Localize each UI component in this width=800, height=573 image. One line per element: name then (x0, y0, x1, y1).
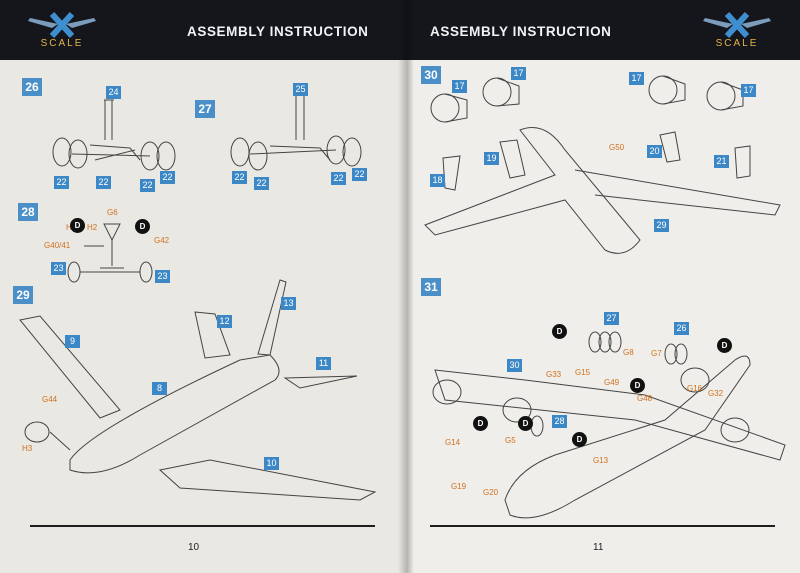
label-G13: G13 (593, 456, 609, 465)
part-21-label: 21 (714, 155, 729, 168)
part-20-label: 20 (647, 145, 662, 158)
label-G42: G42 (154, 236, 170, 245)
label-G16: G16 (687, 384, 703, 393)
footer-rule (30, 525, 375, 527)
part-22-label: 22 (54, 176, 69, 189)
x-scale-logo-icon (28, 11, 96, 39)
step-31-gear-assembly-drawing (432, 331, 786, 519)
part-28-label: 28 (552, 415, 567, 428)
part-23-label: 23 (155, 270, 170, 283)
x-scale-logo: SCALE (697, 8, 777, 54)
label-G40-41: G40/41 (44, 241, 71, 250)
part-19-label: 19 (484, 152, 499, 165)
part-26-label: 26 (674, 322, 689, 335)
label-G32: G32 (708, 389, 724, 398)
step-26-landing-gear-drawing (52, 99, 176, 171)
part-8-label: 8 (152, 382, 167, 395)
left-page-number: 10 (188, 542, 200, 553)
part-10-label: 10 (264, 457, 279, 470)
step-27-badge: 27 (195, 100, 215, 118)
right-page-title: ASSEMBLY INSTRUCTION (430, 24, 612, 39)
right-page: ASSEMBLY INSTRUCTION SCALE 30 (405, 0, 800, 573)
label-G15: G15 (575, 368, 591, 377)
part-22-label: 22 (160, 171, 175, 184)
label-H2: H2 (87, 223, 98, 232)
part-18-label: 18 (430, 174, 445, 187)
part-22-label: 22 (331, 172, 346, 185)
step-26-badge: 26 (22, 78, 42, 96)
part-17-label: 17 (511, 67, 526, 80)
step-29-fuselage-drawing (19, 279, 377, 501)
part-17-label: 17 (741, 84, 756, 97)
label-G49: G49 (604, 378, 620, 387)
x-scale-logo: SCALE (22, 8, 102, 54)
label-G20: G20 (483, 488, 499, 497)
logo-text: SCALE (715, 38, 759, 49)
part-25-label: 25 (293, 83, 308, 96)
part-22-label: 22 (140, 179, 155, 192)
marker-D: D (552, 324, 567, 339)
part-9-label: 9 (65, 335, 80, 348)
logo-text: SCALE (40, 38, 84, 49)
label-H3: H3 (22, 444, 33, 453)
part-22-label: 22 (96, 176, 111, 189)
marker-D: D (518, 416, 533, 431)
part-22-label: 22 (254, 177, 269, 190)
left-page-title: ASSEMBLY INSTRUCTION (187, 24, 369, 39)
x-scale-logo-icon (703, 11, 771, 39)
marker-D: D (630, 378, 645, 393)
label-G33: G33 (546, 370, 562, 379)
marker-D: D (473, 416, 488, 431)
right-page-number: 11 (593, 542, 604, 553)
label-G8: G8 (623, 348, 634, 357)
part-22-label: 22 (352, 168, 367, 181)
part-22-label: 22 (232, 171, 247, 184)
right-header-bar: ASSEMBLY INSTRUCTION SCALE (405, 0, 800, 60)
label-G19: G19 (451, 482, 467, 491)
step-29-badge: 29 (13, 286, 33, 304)
step-28-badge: 28 (18, 203, 38, 221)
part-17-label: 17 (452, 80, 467, 93)
marker-D: D (572, 432, 587, 447)
part-13-label: 13 (281, 297, 296, 310)
part-24-label: 24 (106, 86, 121, 99)
label-G7: G7 (651, 349, 662, 358)
marker-D: D (70, 218, 85, 233)
label-G5: G5 (505, 436, 516, 445)
step-31-badge: 31 (421, 278, 441, 296)
part-17-label: 17 (629, 72, 644, 85)
part-11-label: 11 (316, 357, 331, 370)
part-30-label: 30 (507, 359, 522, 372)
part-12-label: 12 (217, 315, 232, 328)
marker-D: D (135, 219, 150, 234)
step-28-nose-gear-drawing (67, 223, 153, 283)
footer-rule (430, 525, 775, 527)
step-30-wing-engines-drawing (424, 75, 781, 254)
label-G50: G50 (609, 143, 625, 152)
part-27-label: 27 (604, 312, 619, 325)
label-G48: G48 (637, 394, 653, 403)
marker-D: D (717, 338, 732, 353)
book-gutter-shadow (398, 0, 414, 573)
label-G6: G6 (107, 208, 118, 217)
part-29-label: 29 (654, 219, 669, 232)
label-G14: G14 (445, 438, 461, 447)
left-header-bar: SCALE ASSEMBLY INSTRUCTION (0, 0, 405, 60)
step-30-badge: 30 (421, 66, 441, 84)
part-23-label: 23 (51, 262, 66, 275)
label-G44: G44 (42, 395, 58, 404)
left-page: SCALE ASSEMBLY INSTRUCTION 26 24 22 22 2… (0, 0, 405, 573)
